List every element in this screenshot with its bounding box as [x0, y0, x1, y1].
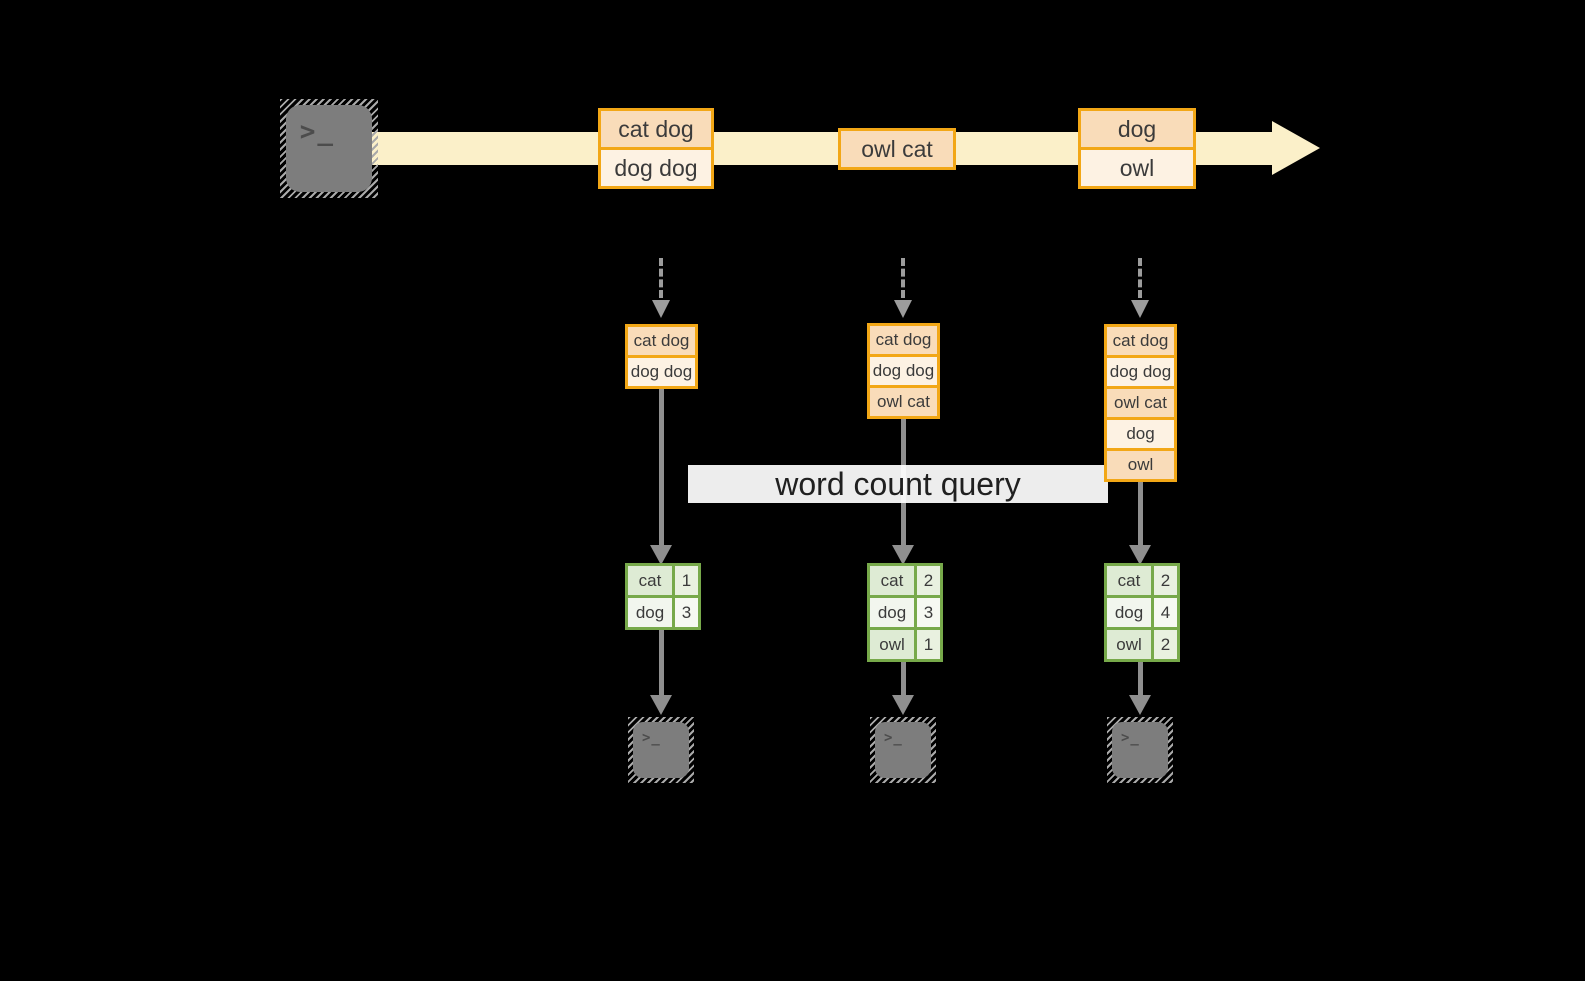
- count-value-cell: 3: [914, 598, 940, 627]
- dashed-arrow-col1: [659, 258, 663, 298]
- counts-row: cat 2: [870, 566, 940, 595]
- input-row: owl cat: [870, 385, 937, 416]
- count-value-cell: 2: [914, 566, 940, 595]
- dashed-arrow-col2: [901, 258, 905, 298]
- dashed-arrowhead-col3-icon: [1131, 300, 1149, 318]
- query-arrowhead-col2-icon: [892, 545, 914, 565]
- counts-table-col2: cat 2 dog 3 owl 1: [867, 563, 943, 662]
- input-stack-col3: cat dog dog dog owl cat dog owl: [1104, 324, 1177, 482]
- stream-batch-1-row: dog dog: [601, 147, 711, 186]
- input-row: dog dog: [1107, 355, 1174, 386]
- count-value-cell: 1: [914, 630, 940, 659]
- input-stack-col1: cat dog dog dog: [625, 324, 698, 389]
- input-row: owl cat: [1107, 386, 1174, 417]
- terminal-icon-body: >_: [286, 105, 372, 192]
- count-word-cell: cat: [1107, 566, 1151, 595]
- sink-arrow-col1: [659, 630, 664, 695]
- stream-batch-3-row: dog: [1081, 111, 1193, 147]
- word-count-query-banner: word count query: [688, 465, 1108, 503]
- count-word-cell: dog: [1107, 598, 1151, 627]
- dashed-arrowhead-col2-icon: [894, 300, 912, 318]
- counts-table-col3: cat 2 dog 4 owl 2: [1104, 563, 1180, 662]
- count-value-cell: 1: [672, 566, 698, 595]
- terminal-prompt-icon: >_: [1120, 729, 1140, 746]
- query-arrowhead-col1-icon: [650, 545, 672, 565]
- counts-row: cat 1: [628, 566, 698, 595]
- input-row: dog: [1107, 417, 1174, 448]
- query-arrow-col3: [1138, 482, 1143, 545]
- sink-arrowhead-col2-icon: [892, 695, 914, 715]
- sink-arrowhead-col1-icon: [650, 695, 672, 715]
- input-row: cat dog: [628, 327, 695, 355]
- terminal-prompt-icon: >_: [883, 729, 903, 746]
- sink-arrow-col3: [1138, 662, 1143, 695]
- input-row: dog dog: [870, 354, 937, 385]
- counts-row: owl 1: [870, 627, 940, 659]
- stream-batch-1-row: cat dog: [601, 111, 711, 147]
- input-row: cat dog: [1107, 327, 1174, 355]
- input-stack-col2: cat dog dog dog owl cat: [867, 323, 940, 419]
- dashed-arrow-col3: [1138, 258, 1142, 298]
- count-word-cell: cat: [628, 566, 672, 595]
- counts-row: dog 3: [870, 595, 940, 627]
- count-word-cell: dog: [870, 598, 914, 627]
- stream-batch-1: cat dog dog dog: [598, 108, 714, 189]
- query-arrowhead-col3-icon: [1129, 545, 1151, 565]
- query-arrow-col1: [659, 389, 664, 545]
- terminal-prompt-icon: >_: [299, 117, 336, 148]
- terminal-prompt-icon: >_: [641, 729, 661, 746]
- stream-batch-3: dog owl: [1078, 108, 1196, 189]
- input-row: dog dog: [628, 355, 695, 386]
- terminal-icon-body: >_: [875, 722, 931, 778]
- counts-row: owl 2: [1107, 627, 1177, 659]
- terminal-icon-body: >_: [633, 722, 689, 778]
- count-value-cell: 2: [1151, 630, 1177, 659]
- input-row: cat dog: [870, 326, 937, 354]
- counts-row: dog 4: [1107, 595, 1177, 627]
- counts-row: dog 3: [628, 595, 698, 627]
- stream-batch-2: owl cat: [838, 128, 956, 170]
- dashed-arrowhead-col1-icon: [652, 300, 670, 318]
- counts-table-col1: cat 1 dog 3: [625, 563, 701, 630]
- stream-batch-2-row: owl cat: [841, 131, 953, 167]
- source-terminal-icon: >_: [280, 99, 378, 198]
- sink-terminal-icon-col3: >_: [1107, 717, 1173, 783]
- count-word-cell: owl: [1107, 630, 1151, 659]
- word-count-query-label: word count query: [775, 465, 1021, 502]
- count-value-cell: 4: [1151, 598, 1177, 627]
- count-value-cell: 2: [1151, 566, 1177, 595]
- input-row: owl: [1107, 448, 1174, 479]
- count-word-cell: cat: [870, 566, 914, 595]
- sink-arrow-col2: [901, 662, 906, 695]
- sink-terminal-icon-col1: >_: [628, 717, 694, 783]
- count-word-cell: dog: [628, 598, 672, 627]
- count-value-cell: 3: [672, 598, 698, 627]
- sink-arrowhead-col3-icon: [1129, 695, 1151, 715]
- count-word-cell: owl: [870, 630, 914, 659]
- terminal-icon-body: >_: [1112, 722, 1168, 778]
- stream-timeline-arrowhead-icon: [1272, 121, 1320, 175]
- counts-row: cat 2: [1107, 566, 1177, 595]
- sink-terminal-icon-col2: >_: [870, 717, 936, 783]
- stream-batch-3-row: owl: [1081, 147, 1193, 186]
